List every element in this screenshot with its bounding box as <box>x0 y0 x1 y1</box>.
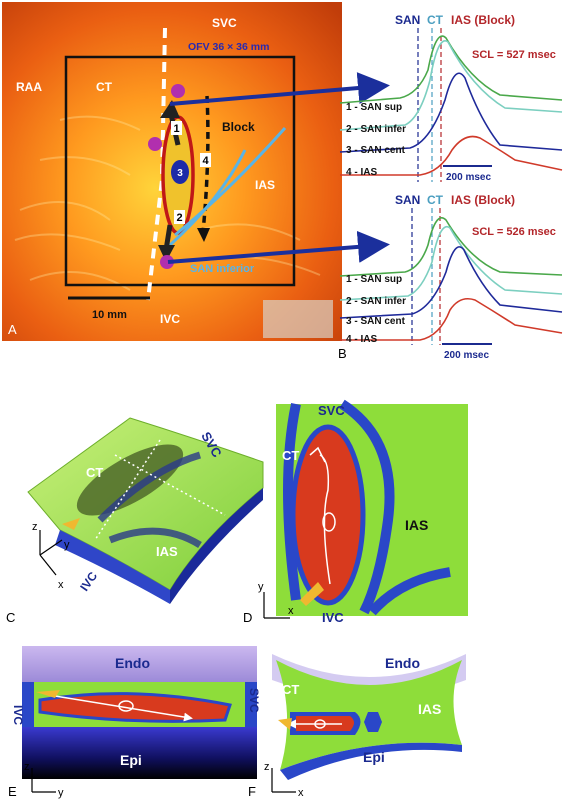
panel-b: SAN CT IAS (Block) SCL = 527 msec 1 - SA… <box>338 13 563 361</box>
d-ax-y: y <box>258 581 264 593</box>
e-ax-z: z <box>24 761 30 773</box>
trace-label: 3 - SAN cent <box>346 145 406 156</box>
arrow-to-bottom-traces <box>167 230 390 264</box>
site-4: 4 <box>202 155 209 167</box>
ias-line-2 <box>168 149 247 247</box>
san-c <box>76 444 184 516</box>
trace-label: 4 - IAS <box>346 334 377 345</box>
d-ivc: IVC <box>322 610 344 625</box>
electrode-dot <box>171 84 185 98</box>
e-epi: Epi <box>120 752 142 768</box>
scl-bottom: SCL = 526 msec <box>472 226 556 238</box>
e-ivc: IVC <box>11 705 25 725</box>
panel-letter-f: F <box>248 784 256 799</box>
trace-top-ias <box>340 135 563 176</box>
hdr-ias-top: IAS (Block) <box>451 13 515 27</box>
san-e <box>38 692 232 723</box>
panel-letter-d: D <box>243 610 252 625</box>
c-ax-x: x <box>58 579 64 591</box>
scale-top: 200 msec <box>446 172 491 183</box>
traces-bottom: SAN CT IAS (Block) SCL = 526 msec 1 - SA… <box>339 193 563 361</box>
san-center <box>171 160 189 184</box>
site-1: 1 <box>173 123 179 135</box>
label-ias: IAS <box>255 178 275 192</box>
panel-a: 1 3 2 4 SVC RAA CT OFV 36 × 36 mm Block … <box>2 2 390 341</box>
trace-label: 2 - SAN infer <box>346 296 406 307</box>
panel-e: Endo Epi IVC SVC z y E <box>8 646 261 799</box>
trace-label: 1 - SAN sup <box>346 274 402 285</box>
epi-edge-f <box>280 742 462 780</box>
ofv-square <box>64 55 296 287</box>
f-ct: CT <box>282 682 299 697</box>
c-ct: CT <box>86 465 103 480</box>
label-ct: CT <box>96 80 113 94</box>
d-ias: IAS <box>405 517 428 533</box>
trace-top-infer <box>339 40 563 131</box>
epi-layer-e <box>22 727 257 779</box>
ct-tube-d <box>283 402 301 601</box>
site-3: 3 <box>177 168 183 179</box>
panel-f: Endo CT IAS Epi z x F <box>248 650 466 799</box>
c-ax-z: z <box>32 521 38 533</box>
panel-letter-b: B <box>338 346 347 361</box>
panel-c: SVC CT IAS IVC z y x C <box>6 417 264 625</box>
trace-top-cent <box>339 72 563 153</box>
site-2: 2 <box>176 212 182 224</box>
trace-bottom-ias <box>340 297 563 341</box>
hdr-ct-bottom: CT <box>427 193 444 207</box>
f-ias: IAS <box>418 701 441 717</box>
trace-label: 1 - SAN sup <box>346 102 402 113</box>
traces-top: SAN CT IAS (Block) SCL = 527 msec 1 - SA… <box>339 13 563 183</box>
trace-bottom-cent <box>339 246 563 319</box>
label-raa: RAA <box>16 80 42 94</box>
trace-bottom-sup <box>339 217 563 277</box>
trace-top-sup <box>339 35 563 104</box>
label-block: Block <box>222 120 255 134</box>
hdr-san-top: SAN <box>395 13 420 27</box>
label-san-inferior: SAN inferior <box>190 263 255 275</box>
f-epi: Epi <box>363 749 385 765</box>
f-endo: Endo <box>385 655 420 671</box>
label-ivc: IVC <box>160 312 180 326</box>
hdr-ct-top: CT <box>427 13 444 27</box>
d-ax-x: x <box>288 605 294 617</box>
trace-label: 2 - SAN infer <box>346 124 406 135</box>
d-svc: SVC <box>318 403 345 418</box>
c-ax-y: y <box>64 539 70 551</box>
scale-bottom: 200 msec <box>444 350 489 361</box>
tissue-texture <box>14 115 321 291</box>
scale-label: 10 mm <box>92 309 127 321</box>
label-svc: SVC <box>212 16 237 30</box>
trace-label: 3 - SAN cent <box>346 316 406 327</box>
e-svc: SVC <box>247 688 261 713</box>
panel-letter-c: C <box>6 610 15 625</box>
electrode-dot <box>148 137 162 151</box>
trace-bottom-infer <box>339 225 563 301</box>
trace-label: 4 - IAS <box>346 167 377 178</box>
hdr-ias-bottom: IAS (Block) <box>451 193 515 207</box>
panel-letter-e: E <box>8 784 17 799</box>
electrode-dot <box>160 255 174 269</box>
f-ax-z: z <box>264 761 270 773</box>
c-ivc: IVC <box>77 569 100 594</box>
e-ax-y: y <box>58 787 64 799</box>
panel-d: SVC CT IAS IVC y x D <box>243 399 468 625</box>
c-ias: IAS <box>156 544 178 559</box>
scl-top: SCL = 527 msec <box>472 49 556 61</box>
hdr-san-bottom: SAN <box>395 193 420 207</box>
san-d <box>290 424 366 606</box>
endo-layer-e <box>22 646 257 682</box>
d-ct: CT <box>282 448 299 463</box>
epi-edge-c <box>55 530 170 604</box>
panel-letter-a: A <box>8 322 17 337</box>
tissue-sheet-c <box>27 417 264 591</box>
arrow-to-top-traces <box>169 72 390 106</box>
label-ofv: OFV 36 × 36 mm <box>188 41 269 53</box>
e-endo: Endo <box>115 655 150 671</box>
tissue-pin <box>263 300 333 338</box>
f-ax-x: x <box>298 787 304 799</box>
ias-line-1 <box>174 127 287 237</box>
